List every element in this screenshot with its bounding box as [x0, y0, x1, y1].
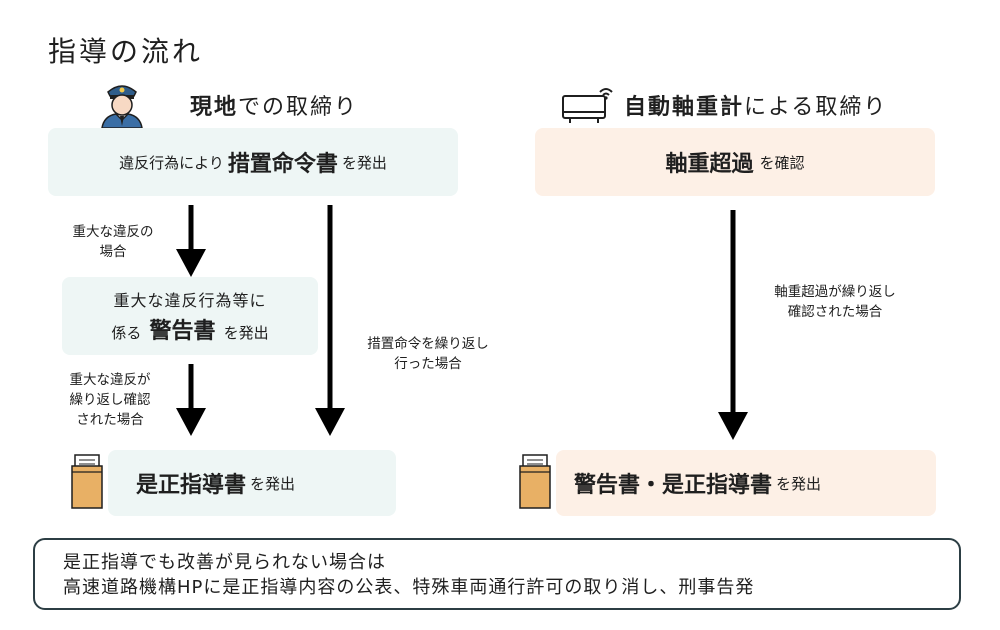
serious-violation-label-line1: 重大な違反の: [72, 224, 154, 240]
warning-letter-bold: 警告書: [149, 319, 216, 344]
axle-overload-bold: 軸重超過: [665, 152, 754, 177]
envelope-document-icon: [70, 452, 104, 510]
consequence-note-line2: 高速道路機構HPに是正指導内容の公表、特殊車両通行許可の取り消し、刑事告発: [63, 577, 755, 598]
measure-order-post: を発出: [341, 153, 387, 172]
correction-guidance-bold: 是正指導書: [136, 473, 247, 498]
consequence-note-line1: 是正指導でも改善が見られない場合は: [63, 552, 386, 573]
warning-letter-line1: 重大な違反行為等に: [113, 291, 267, 310]
correction-guidance-post: を発出: [250, 474, 296, 493]
arrow-order-to-correction: [315, 205, 345, 436]
page-title: 指導の流れ: [48, 35, 204, 68]
warning-letter-line2: 係る 警告書 を発出: [111, 313, 268, 345]
right-section-title-rest: による取締り: [744, 95, 888, 120]
arrow-overload-to-warning: [718, 210, 748, 440]
serious-violation-label: 重大な違反の 場合: [48, 222, 178, 262]
axle-overload-box: 軸重超過 を確認: [535, 128, 935, 196]
measure-order-pre: 違反行為により: [119, 153, 224, 172]
correction-guidance-box: 是正指導書 を発出: [108, 450, 396, 516]
repeated-order-label-line2: 行った場合: [394, 356, 462, 372]
envelope-document-icon-right: [518, 452, 552, 510]
warning-and-correction-post: を発出: [776, 474, 822, 493]
warning-and-correction-box: 警告書・是正指導書 を発出: [556, 450, 936, 516]
axle-overload-post: を確認: [759, 153, 805, 172]
left-section-title-bold: 現地: [190, 95, 239, 120]
warning-letter-box: 重大な違反行為等に 係る 警告書 を発出: [62, 277, 318, 355]
warning-letter-post: を発出: [223, 324, 269, 342]
warning-and-correction-bold: 警告書・是正指導書: [574, 473, 773, 498]
repeated-order-label: 措置命令を繰り返し 行った場合: [345, 334, 511, 374]
arrow-to-warning: [176, 205, 206, 277]
serious-violation-label-line2: 場合: [99, 244, 127, 260]
left-section-title-rest: での取締り: [238, 95, 359, 120]
repeated-serious-violation-line1: 重大な違反が: [69, 372, 151, 388]
measure-order-bold: 措置命令書: [227, 152, 338, 177]
repeated-order-label-line1: 措置命令を繰り返し: [367, 336, 489, 352]
warning-letter-pre: 係る: [111, 324, 142, 342]
police-officer-icon: [98, 78, 146, 129]
axle-scale-sensor-icon: [560, 84, 620, 126]
consequence-note: 是正指導でも改善が見られない場合は 高速道路機構HPに是正指導内容の公表、特殊車…: [33, 538, 961, 610]
right-section-title-bold: 自動軸重計: [624, 95, 745, 120]
repeated-serious-violation-line2: 繰り返し確認: [69, 392, 151, 408]
repeated-serious-violation-label: 重大な違反が 繰り返し確認 された場合: [48, 370, 172, 430]
repeated-overload-label-line1: 軸重超過が繰り返し: [774, 284, 896, 300]
repeated-overload-label: 軸重超過が繰り返し 確認された場合: [750, 282, 920, 322]
left-section-title: 現地での取締り: [190, 89, 358, 121]
arrow-warning-to-correction: [176, 364, 206, 436]
repeated-overload-label-line2: 確認された場合: [787, 304, 883, 320]
measure-order-box: 違反行為により 措置命令書 を発出: [48, 128, 458, 196]
repeated-serious-violation-line3: された場合: [76, 412, 144, 428]
right-section-title: 自動軸重計による取締り: [624, 89, 887, 121]
